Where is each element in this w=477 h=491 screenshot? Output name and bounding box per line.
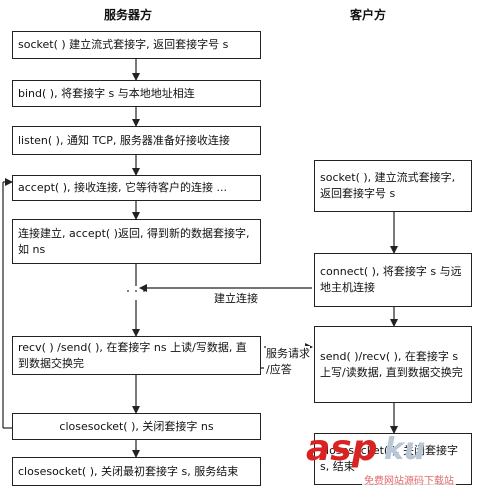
watermark-logo: asp ku 免费网站源码下载站	[300, 428, 477, 491]
server-close-ns-step: closesocket( ), 关闭套接字 ns	[12, 413, 261, 440]
client-header: 客户方	[350, 8, 387, 22]
client-send-recv-step: send( )/recv( ), 在套接字 s 上写/读数据, 直到数据交换完	[314, 326, 472, 403]
server-bind-step: bind( ), 将套接字 s 与本地地址相连	[12, 80, 261, 107]
server-connected-step: 连接建立, accept( )返回, 得到新的数据套接字, 如 ns	[12, 219, 261, 264]
client-socket-step: socket( ), 建立流式套接字, 返回套接字号 s	[314, 160, 472, 212]
server-close-s-step: closesocket( ), 关闭最初套接字 s, 服务结束	[12, 457, 261, 486]
watermark-tail-text: ku	[384, 432, 426, 467]
service-request-label: 服务请求	[266, 346, 310, 361]
watermark-subtitle: 免费网站源码下载站	[362, 472, 456, 487]
server-accept-step: accept( ), 接收连接, 它等待客户的连接 ...	[12, 175, 261, 201]
establish-connection-label: 建立连接	[214, 291, 258, 306]
server-header: 服务器方	[104, 8, 153, 22]
server-listen-step: listen( ), 通知 TCP, 服务器准备好接收连接	[12, 126, 261, 155]
watermark-main-text: asp	[306, 428, 378, 469]
server-recv-send-step: recv( ) /send( ), 在套接字 ns 上读/写数据, 直到数据交换…	[12, 336, 261, 375]
server-socket-step: socket( ) 建立流式套接字, 返回套接字号 s	[12, 31, 261, 59]
client-connect-step: connect( ), 将套接字 s 与远地主机连接	[314, 253, 472, 307]
service-response-label: /应答	[266, 362, 292, 377]
